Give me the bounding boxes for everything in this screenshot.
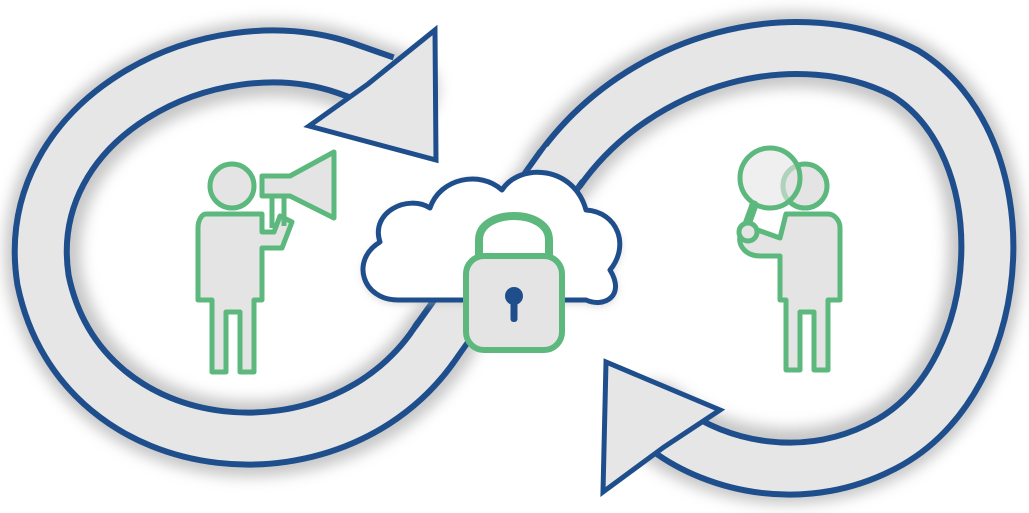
left-loop-band: [17, 33, 460, 462]
right-loop-band: [539, 25, 1011, 492]
bottom-arrowhead: [600, 358, 726, 498]
top-arrowhead: [303, 24, 439, 164]
announcer-head: [207, 161, 257, 211]
megaphone-icon: [259, 149, 337, 221]
keyhole-slot: [510, 298, 518, 322]
person-with-magnifier-icon: [736, 145, 843, 373]
infinity-loop-arrows: [4, 11, 1024, 505]
announcer-body: [195, 211, 295, 375]
keyhole-icon: [505, 287, 523, 305]
inspector-hand: [736, 220, 760, 244]
padlock-shackle: [475, 212, 553, 266]
padlock-icon: [463, 212, 565, 353]
person-with-megaphone-icon: [195, 149, 337, 375]
magnifier-lens: [737, 145, 803, 211]
inspector-body: [737, 211, 843, 373]
